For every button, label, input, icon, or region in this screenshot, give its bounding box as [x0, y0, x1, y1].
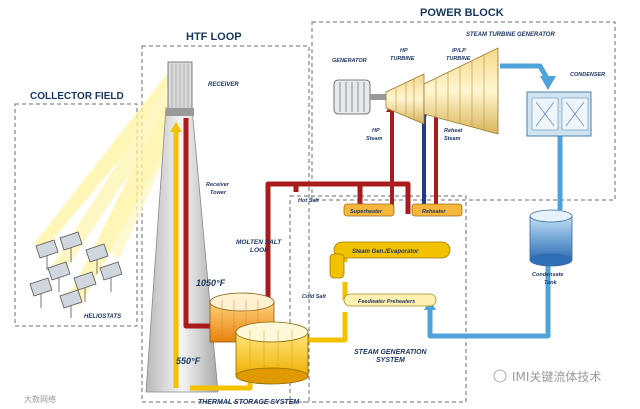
superheater [343, 203, 395, 217]
hp-turbine-label-2: TURBINE [390, 56, 415, 62]
cold-salt-label: Cold Salt [302, 294, 327, 300]
steam-generation-box [289, 195, 467, 403]
iplp-turbine-label-1: IP/LP [452, 48, 466, 54]
power-block-title: POWER BLOCK [420, 7, 504, 19]
generator-label: GENERATOR [332, 58, 367, 64]
superheater-label: Superheater [350, 209, 383, 215]
feedwater-lines [427, 63, 563, 339]
receiver-tower-label-2: Tower [210, 190, 227, 196]
condensate-tank-label-1: Condensate [532, 272, 563, 278]
receiver-label: RECEIVER [208, 82, 239, 88]
cold-salt-tank [235, 321, 309, 385]
receiver-tower-label-1: Receiver [206, 182, 230, 188]
condensate-tank [529, 209, 573, 267]
molten-salt-loop-label-2: LOOP [250, 247, 269, 254]
cold-temperature-label: 550°F [176, 356, 201, 366]
feedwater-preheaters [343, 293, 437, 307]
htf-loop-title: HTF LOOP [186, 31, 242, 43]
condenser-label: CONDENSER [570, 72, 605, 78]
iplp-turbine [423, 47, 499, 135]
thermal-storage-label: THERMAL STORAGE SYSTEM [198, 399, 299, 406]
hot-temperature-label: 1050°F [196, 278, 226, 288]
watermark-right: IMI关键流体技术 [493, 369, 601, 384]
cold-salt-arrow-up [170, 122, 182, 132]
steam-generation-label-1: STEAM GENERATION [354, 349, 428, 356]
heliostat-field [29, 231, 123, 318]
feedwater-preheaters-label: Feedwater Preheaters [358, 299, 415, 305]
reheat-steam-label-2: Steam [444, 136, 461, 142]
steam-generation-label-2: SYSTEM [376, 357, 405, 364]
hp-turbine [385, 73, 425, 125]
power-block-box [311, 21, 616, 201]
condenser [526, 91, 592, 137]
hp-turbine-label-1: HP [400, 48, 408, 54]
reheater-label: Reheater [422, 209, 446, 215]
receiver-tower [145, 61, 219, 393]
steam-gen-evaporator-label: Steam Gen./Evaporator [352, 249, 419, 255]
condenser-arrow [540, 76, 556, 90]
hp-steam-label-1: HP [372, 128, 380, 134]
steam-gen-evaporator [333, 241, 451, 259]
reheater [411, 203, 463, 217]
molten-salt-loop-label-1: MOLTEN SALT [236, 239, 282, 246]
steam-turbine-generator-title: STEAM TURBINE GENERATOR [466, 32, 555, 38]
htf-loop-box [141, 45, 310, 403]
generator [333, 79, 386, 115]
watermark-left: 大数网络 [24, 394, 56, 404]
collector-field-title: COLLECTOR FIELD [30, 91, 124, 102]
iplp-turbine-label-2: TURBINE [446, 56, 471, 62]
hot-salt-label: Hot Salt [298, 198, 320, 204]
steam-lines [390, 107, 438, 208]
watermark-right-text: IMI关键流体技术 [512, 370, 601, 384]
hp-steam-label-2: Steam [366, 136, 383, 142]
condensate-tank-label-2: Tank [544, 280, 558, 286]
heliostats-label: HELIOSTATS [84, 314, 121, 320]
reheat-steam-label-1: Reheat [444, 128, 464, 134]
